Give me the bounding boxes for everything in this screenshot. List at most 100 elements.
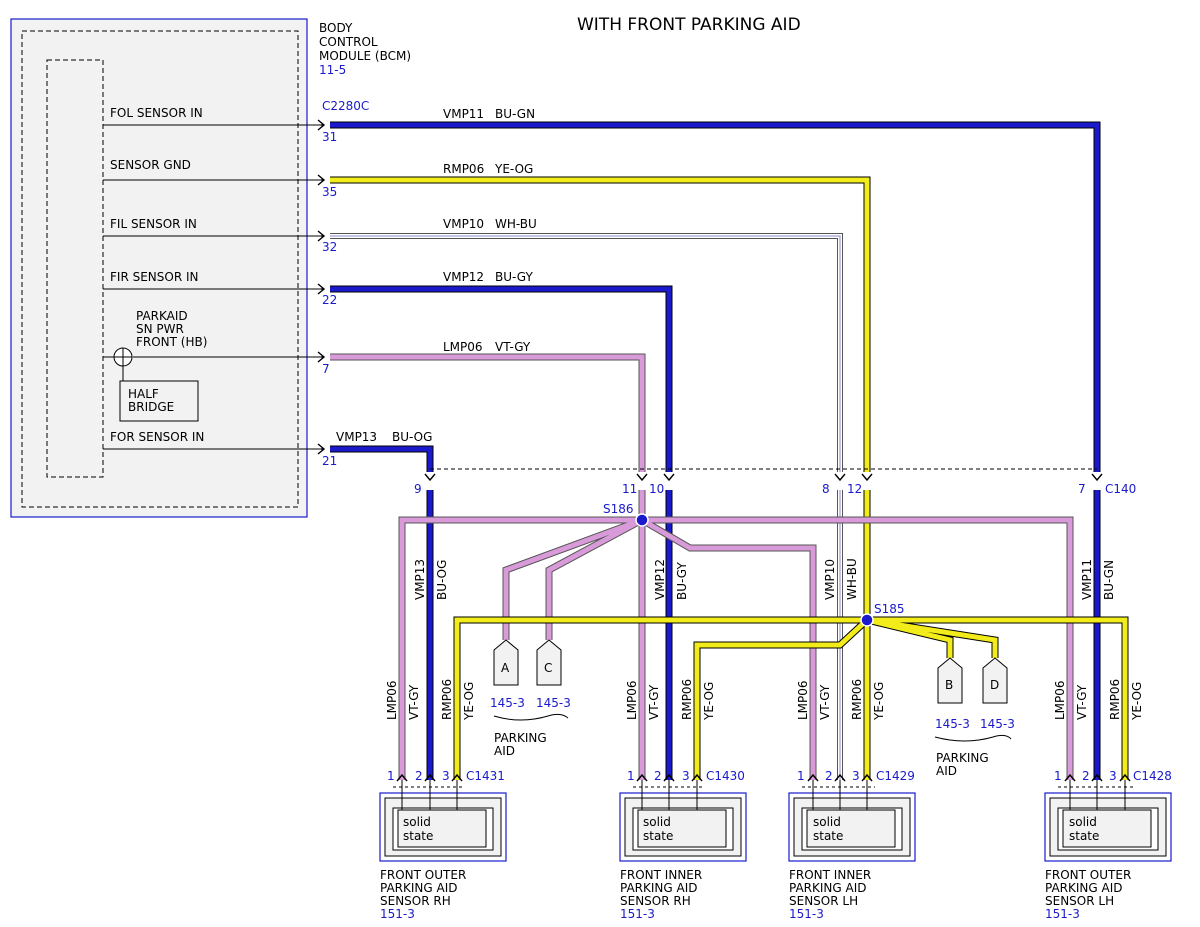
vlabel-bu-gn: BU-GN	[1102, 560, 1116, 600]
pin-label-parkaid-3: FRONT (HB)	[136, 335, 207, 349]
pin-label-gnd: SENSOR GND	[110, 158, 191, 172]
bcm-pin-7: 7	[322, 362, 330, 376]
label-vmp12: VMP12	[443, 270, 484, 284]
ref-flag-d	[982, 657, 1008, 704]
bcm-pin-32: 32	[322, 240, 337, 254]
ref-a-page: 145-3	[490, 696, 525, 710]
svg-text:state: state	[643, 829, 673, 843]
wire-vmp11	[330, 121, 1101, 780]
sensor-c1428: 1 2 3 C1428 solid state FRONT OUTER PARK…	[1044, 769, 1172, 921]
pin-label-fir: FIR SENSOR IN	[110, 270, 199, 284]
vlabel-bu-og: BU-OG	[435, 560, 449, 600]
svg-text:2: 2	[654, 769, 662, 783]
ref-b-page: 145-3	[935, 717, 970, 731]
ref-flag-b-label: B	[945, 678, 953, 692]
svg-text:3: 3	[1109, 769, 1117, 783]
wire-lmp06-branches	[398, 516, 1074, 780]
parking-aid-label-2a: PARKING	[936, 751, 989, 765]
svg-text:1: 1	[627, 769, 635, 783]
wire-rmp06-main	[330, 176, 871, 780]
sensor-connector-c1431: C1431	[466, 769, 505, 783]
label-rmp06: RMP06	[443, 162, 484, 176]
ref-flag-a	[493, 639, 519, 686]
half-bridge-line1: HALF	[128, 387, 159, 401]
label-wh-bu: WH-BU	[495, 217, 537, 231]
vlabel-vmp12: VMP12	[653, 559, 667, 600]
sensor-c1428-line3: SENSOR LH	[1045, 894, 1114, 908]
vlabel-lmp06-1: LMP06	[385, 680, 399, 720]
half-bridge-line2: BRIDGE	[128, 400, 174, 414]
sensor-c1428-line2: PARKING AID	[1045, 881, 1123, 895]
vlabel-ye-og-4: YE-OG	[1130, 682, 1144, 721]
svg-text:solid: solid	[1069, 815, 1097, 829]
sensor-c1429-ref: 151-3	[789, 907, 824, 921]
label-vmp10: VMP10	[443, 217, 484, 231]
sensor-c1431-line2: PARKING AID	[380, 881, 458, 895]
bcm-pin-35: 35	[322, 185, 337, 199]
sensor-c1431: 1 2 3 C1431 solid state FRONT OUTER PARK…	[379, 769, 507, 921]
svg-text:3: 3	[852, 769, 860, 783]
vlabel-ye-og-1: YE-OG	[462, 682, 476, 721]
half-bridge-box	[119, 380, 199, 422]
c140-pin-11: 11	[622, 482, 637, 496]
ref-c-page: 145-3	[536, 696, 571, 710]
wires	[330, 121, 1129, 780]
c140-pin-8: 8	[822, 482, 830, 496]
splices: S186 S185	[603, 502, 905, 627]
vlabel-vt-gy-4: VT-GY	[1075, 684, 1089, 720]
label-ye-og: YE-OG	[494, 162, 533, 176]
svg-text:2: 2	[825, 769, 833, 783]
label-bu-gn: BU-GN	[495, 107, 535, 121]
s185-label: S185	[874, 602, 905, 616]
sensor-c1430-ref: 151-3	[620, 907, 655, 921]
sensor-c1430-line1: FRONT INNER	[620, 868, 702, 882]
c140-name: C140	[1105, 482, 1136, 496]
ref-flag-d-label: D	[990, 678, 999, 692]
label-vt-gy: VT-GY	[495, 340, 531, 354]
pin-label-parkaid-2: SN PWR	[136, 322, 184, 336]
c140-pin-9: 9	[414, 482, 422, 496]
sensor-connector-c1429: C1429	[876, 769, 915, 783]
bcm-name-line1: BODY	[319, 21, 353, 35]
wire-labels: VMP11 BU-GN RMP06 YE-OG VMP10 WH-BU VMP1…	[336, 107, 537, 444]
wire-vmp13	[330, 445, 434, 780]
vlabel-vmp13: VMP13	[413, 559, 427, 600]
vlabel-rmp06-2: RMP06	[680, 679, 694, 720]
sensor-c1428-ref: 151-3	[1045, 907, 1080, 921]
pin-label-fil: FIL SENSOR IN	[110, 217, 197, 231]
vlabel-rmp06-3: RMP06	[850, 679, 864, 720]
svg-text:state: state	[403, 829, 433, 843]
sensor-c1431-line3: SENSOR RH	[380, 894, 451, 908]
svg-text:2: 2	[415, 769, 423, 783]
sensor-c1429-line1: FRONT INNER	[789, 868, 871, 882]
ref-flag-b	[937, 657, 963, 704]
sensor-c1431-line1: FRONT OUTER	[380, 868, 466, 882]
vlabel-rmp06-1: RMP06	[440, 679, 454, 720]
vertical-labels: VMP13 BU-OG VMP12 BU-GY VMP10 WH-BU VMP1…	[385, 558, 1144, 721]
svg-text:1: 1	[387, 769, 395, 783]
sensor-c1430: 1 2 3 C1430 solid state FRONT INNER PARK…	[619, 769, 747, 921]
sensor-connector-c1428: C1428	[1133, 769, 1172, 783]
sensor-c1429: 1 2 3 C1429 solid state FRONT INNER PARK…	[788, 769, 916, 921]
bcm-ref: 11-5	[319, 63, 346, 77]
label-vmp11: VMP11	[443, 107, 484, 121]
svg-text:state: state	[1069, 829, 1099, 843]
vlabel-rmp06-4: RMP06	[1108, 679, 1122, 720]
sensor-c1429-line2: PARKING AID	[789, 881, 867, 895]
svg-text:solid: solid	[643, 815, 671, 829]
vlabel-lmp06-2: LMP06	[625, 680, 639, 720]
s186-splice-icon	[635, 513, 649, 527]
vlabel-bu-gy: BU-GY	[675, 562, 689, 600]
sensor-c1428-line1: FRONT OUTER	[1045, 868, 1131, 882]
s185-splice-icon	[860, 613, 874, 627]
ref-flag-c	[536, 639, 562, 686]
bcm-pin-21: 21	[322, 454, 337, 468]
ref-flag-a-label: A	[501, 661, 510, 675]
parking-aid-label-1b: AID	[494, 744, 515, 758]
svg-text:solid: solid	[813, 815, 841, 829]
ref-d-page: 145-3	[980, 717, 1015, 731]
pin-label-for: FOR SENSOR IN	[110, 430, 204, 444]
vlabel-lmp06-4: LMP06	[1053, 680, 1067, 720]
sensor-c1430-line3: SENSOR RH	[620, 894, 691, 908]
